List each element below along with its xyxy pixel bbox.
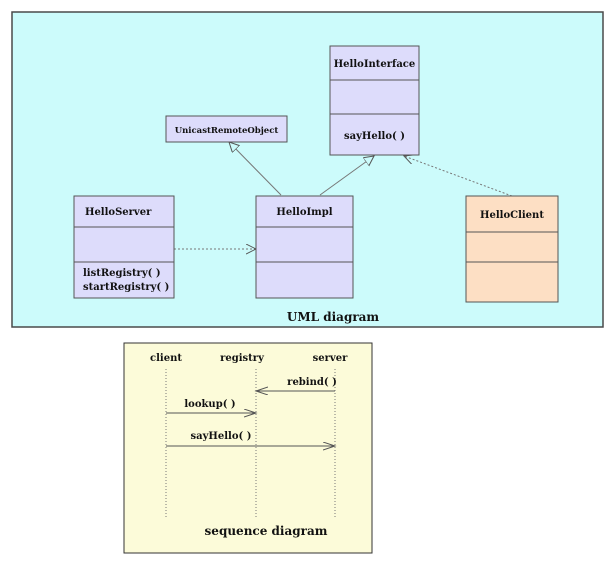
sequence-diagram-panel: client registry server rebind( ) lookup(… — [123, 342, 373, 554]
participant-server: server — [313, 353, 348, 364]
message-rebind-label: rebind( ) — [287, 377, 337, 388]
class-method: startRegistry( ) — [83, 282, 169, 293]
class-hello-server: HelloServer listRegistry( ) startRegistr… — [73, 195, 175, 299]
uml-diagram-panel: HelloInterface sayHello( ) UnicastRemote… — [11, 11, 604, 328]
class-hello-interface-box — [329, 45, 420, 156]
class-name: HelloClient — [480, 210, 544, 221]
class-hello-server-box — [73, 195, 175, 299]
hello-client-to-interface-dependency — [404, 156, 513, 197]
class-name: HelloServer — [85, 207, 152, 218]
hello-impl-to-unicast-generalization — [229, 142, 282, 196]
class-hello-impl-box — [255, 195, 354, 299]
participant-client: client — [150, 353, 182, 364]
class-hello-client: HelloClient — [465, 195, 559, 303]
class-method: sayHello( ) — [344, 131, 405, 142]
class-name: UnicastRemoteObject — [175, 126, 279, 136]
class-unicast-remote-object: UnicastRemoteObject — [165, 115, 288, 143]
sequence-diagram-caption: sequence diagram — [205, 524, 328, 538]
participant-registry: registry — [220, 353, 265, 364]
message-sayhello-label: sayHello( ) — [191, 431, 252, 442]
uml-diagram-caption: UML diagram — [287, 310, 380, 324]
message-lookup-label: lookup( ) — [184, 399, 235, 410]
class-unicast-remote-object-box — [165, 115, 288, 143]
class-name: HelloImpl — [276, 207, 332, 218]
hello-impl-to-interface-generalization — [319, 156, 374, 196]
class-method: listRegistry( ) — [83, 268, 161, 279]
class-hello-interface: HelloInterface sayHello( ) — [329, 45, 420, 156]
class-hello-client-box — [465, 195, 559, 303]
class-name: HelloInterface — [334, 59, 416, 70]
class-hello-impl: HelloImpl — [255, 195, 354, 299]
